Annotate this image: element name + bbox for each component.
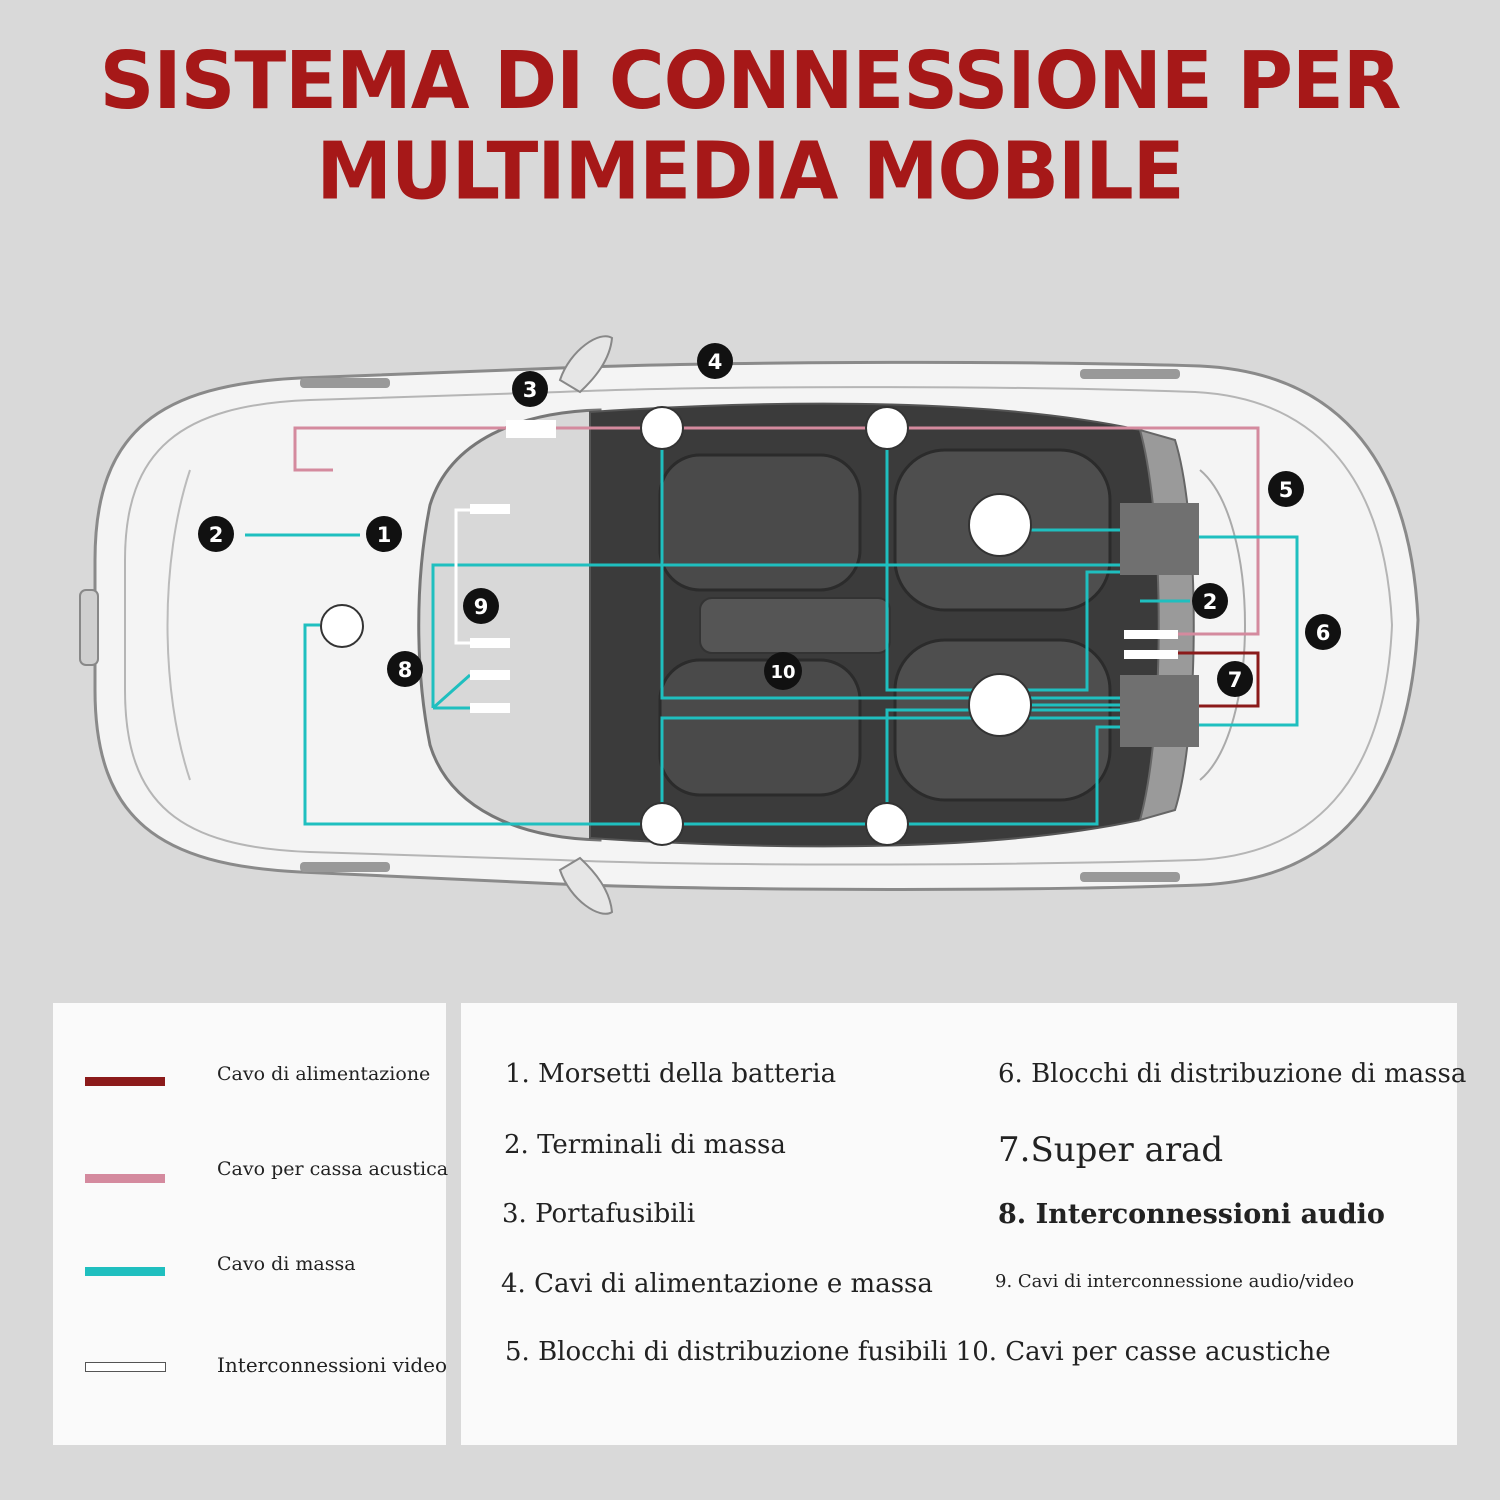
components-panel: 1. Morsetti della batteria 2. Terminali …	[461, 1003, 1466, 1445]
speakers	[320, 406, 1032, 846]
car-body	[79, 335, 1420, 915]
diagram-title: SISTEMA DI CONNESSIONE PER MULTIMEDIA MO…	[0, 33, 1500, 218]
legend-label-ground: Cavo di massa	[217, 1253, 356, 1275]
center-console	[699, 597, 891, 654]
callout-3-label: 3	[523, 378, 538, 402]
callout-3: 3	[512, 371, 548, 407]
callout-7-label: 7	[1228, 668, 1243, 692]
legend-swatch-power	[85, 1077, 165, 1086]
callout-6-label: 6	[1316, 621, 1331, 645]
callout-5-label: 5	[1279, 478, 1294, 502]
component-item-2: 2. Terminali di massa	[504, 1130, 786, 1160]
component-item-8: 8. Interconnessioni audio	[998, 1199, 1385, 1230]
legend-swatch-speaker	[85, 1174, 165, 1183]
power-cable-super-arad	[1178, 651, 1260, 708]
callout-badges: 1 2 2 3 4 5 6 7	[198, 343, 1341, 697]
component-item-3: 3. Portafusibili	[502, 1199, 696, 1229]
callout-2-front: 2	[198, 516, 234, 552]
speaker-rear-left	[865, 406, 909, 450]
title-line-1: SISTEMA DI CONNESSIONE PER	[99, 33, 1402, 128]
fuse-distribution-block	[1120, 503, 1199, 575]
callout-10-label: 10	[770, 662, 795, 683]
audio-connector-2	[470, 703, 510, 713]
video-connector-1	[470, 504, 510, 514]
legend-label-speaker: Cavo per cassa acustica	[217, 1158, 449, 1180]
component-item-7: 7.Super arad	[998, 1130, 1224, 1170]
speaker-cable-main	[293, 426, 1260, 636]
left-mirror	[558, 335, 614, 394]
legend-panel: Cavo di alimentazione Cavo per cassa acu…	[53, 1003, 449, 1445]
speaker-front-left	[640, 406, 684, 450]
super-arad-bar-1	[1124, 630, 1178, 639]
front-right-seat	[658, 658, 862, 797]
wheel-front-left	[300, 378, 390, 388]
car-wiring-diagram: 1 2 2 3 4 5 6 7	[79, 335, 1420, 915]
speaker-rear-right	[865, 802, 909, 846]
callout-9-label: 9	[474, 595, 489, 619]
callout-1: 1	[366, 516, 402, 552]
callout-2-front-label: 2	[209, 523, 224, 547]
ground-cable-loop6	[1199, 535, 1299, 727]
callout-9: 9	[463, 588, 499, 624]
windshield	[417, 408, 602, 842]
component-item-6: 6. Blocchi di distribuzione di massa	[998, 1059, 1467, 1089]
hood-line	[166, 469, 191, 781]
video-bracket	[454, 508, 472, 645]
trunk-lid	[1199, 469, 1246, 781]
callout-4: 4	[697, 343, 733, 379]
speaker-cables	[293, 426, 1260, 636]
ground-cable-seat-right	[885, 428, 1120, 692]
ground-cables	[245, 428, 1299, 826]
callout-8: 8	[387, 651, 423, 687]
callout-1-label: 1	[377, 523, 392, 547]
component-item-4: 4. Cavi di alimentazione e massa	[501, 1269, 933, 1299]
ground-distribution-block	[1120, 675, 1199, 747]
front-grille	[79, 589, 99, 666]
ground-cable-left-loop	[303, 623, 1120, 826]
subwoofer-bottom	[968, 673, 1032, 737]
ground-cable-low2	[885, 708, 1120, 824]
ground-cable-low	[660, 716, 1120, 824]
callout-4-label: 4	[708, 350, 723, 374]
title-line-2: MULTIMEDIA MOBILE	[316, 123, 1184, 218]
wheel-rear-left	[1080, 369, 1180, 379]
legend-label-video: Interconnessioni video	[217, 1353, 448, 1377]
battery-speaker	[320, 604, 364, 648]
callout-2-rear-label: 2	[1203, 590, 1218, 614]
power-cables	[1178, 651, 1260, 708]
right-mirror	[558, 856, 614, 915]
component-item-9: 9. Cavi di interconnessione audio/video	[995, 1271, 1355, 1292]
ground-cable-upper2	[660, 428, 1120, 700]
fuse-holder	[506, 420, 556, 438]
callout-8-label: 8	[398, 658, 413, 682]
ground-cable-upper	[431, 563, 1120, 708]
video-interconnects	[454, 420, 1178, 713]
component-item-1: 1. Morsetti della batteria	[505, 1059, 837, 1089]
subwoofer-top	[968, 493, 1032, 557]
video-connector-2	[470, 638, 510, 648]
callout-6: 6	[1305, 614, 1341, 650]
legend-swatch-video	[85, 1362, 166, 1372]
legend-swatch-ground	[85, 1267, 165, 1276]
callout-2-rear: 2	[1192, 583, 1228, 619]
ground-cable-audio	[432, 673, 471, 710]
wheel-front-right	[300, 862, 390, 872]
callout-10: 10	[764, 652, 802, 690]
super-arad-bar-2	[1124, 650, 1178, 659]
speaker-front-right	[640, 802, 684, 846]
wheel-rear-right	[1080, 872, 1180, 882]
audio-connector-1	[470, 670, 510, 680]
callout-7: 7	[1217, 661, 1253, 697]
component-item-5-10: 5. Blocchi di distribuzione fusibili 10.…	[505, 1337, 1331, 1367]
front-left-seat	[658, 453, 862, 592]
callout-5: 5	[1268, 471, 1304, 507]
legend-label-power: Cavo di alimentazione	[217, 1063, 431, 1085]
